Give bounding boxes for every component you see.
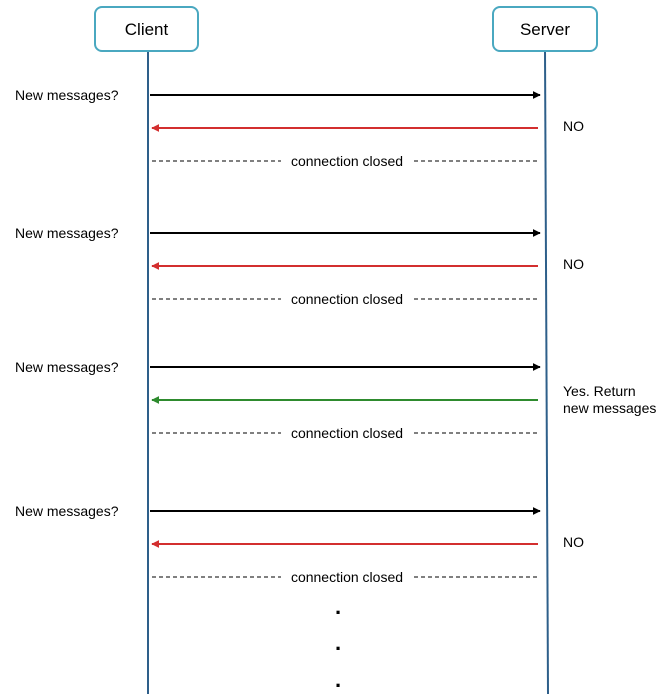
continuation-dot: . — [335, 594, 341, 619]
message-round: New messages? NO connection closed — [15, 225, 584, 307]
request-label: New messages? — [15, 225, 119, 241]
message-round: New messages? NO connection closed — [15, 87, 584, 169]
server-lifeline — [544, 49, 549, 695]
continuation-dots: ... — [335, 594, 341, 692]
client-actor-box — [94, 6, 199, 52]
response-label: Yes. Return — [563, 383, 636, 399]
continuation-dot: . — [335, 630, 341, 655]
response-label: NO — [563, 534, 584, 550]
response-label: NO — [563, 118, 584, 134]
request-label: New messages? — [15, 87, 119, 103]
client-actor-label: Client — [125, 20, 169, 39]
connection-closed-label: connection closed — [291, 291, 403, 307]
request-label: New messages? — [15, 359, 119, 375]
connection-closed-label: connection closed — [291, 569, 403, 585]
connection-closed-label: connection closed — [291, 153, 403, 169]
server-actor-box — [492, 6, 598, 52]
message-round: New messages? NO connection closed — [15, 503, 584, 585]
response-label: NO — [563, 256, 584, 272]
server-actor: Server — [492, 6, 598, 52]
server-actor-label: Server — [520, 20, 570, 39]
continuation-dot: . — [335, 667, 341, 692]
client-actor: Client — [94, 6, 199, 52]
response-label: new messages — [563, 400, 656, 416]
request-label: New messages? — [15, 503, 119, 519]
connection-closed-label: connection closed — [291, 425, 403, 441]
